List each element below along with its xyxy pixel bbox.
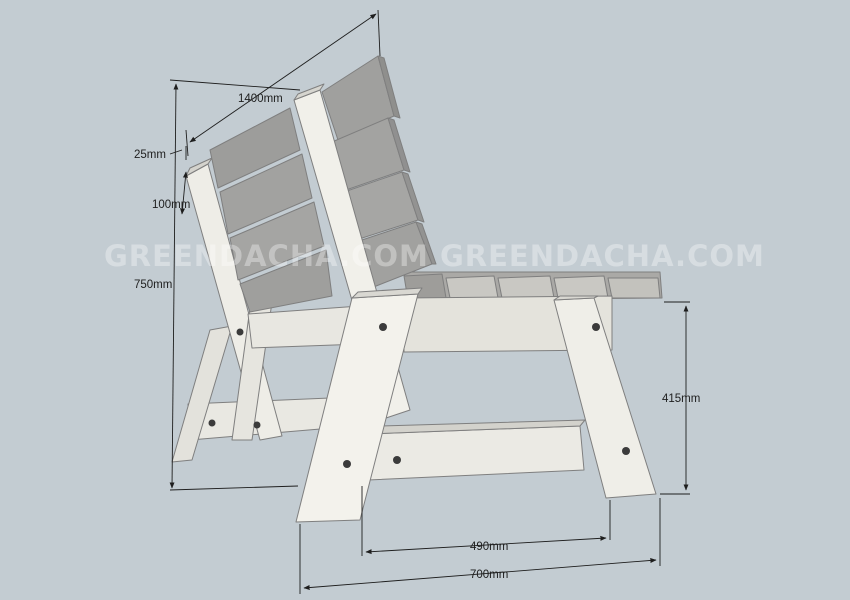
board-width-dimension-label: 100mm	[152, 199, 190, 211]
back-frame-leg	[171, 325, 233, 463]
front-lower-crossbar	[365, 425, 585, 481]
front-frame	[208, 83, 657, 523]
seat-height-dimension-label: 415mm	[662, 393, 700, 405]
bolt	[236, 328, 244, 336]
dimension-lines	[169, 9, 690, 594]
thickness-dimension-label: 25mm	[134, 149, 166, 161]
bolt	[622, 447, 630, 455]
dimension-labels: 1400mm 25mm 100mm 750mm 415mm 490mm 700m…	[134, 93, 700, 581]
bolt	[343, 460, 351, 468]
bolt	[592, 323, 600, 331]
bolt	[393, 456, 401, 464]
bolt	[208, 419, 216, 427]
depth-dimension-label: 700mm	[470, 569, 508, 581]
bolt	[253, 421, 261, 429]
length-dimension-label: 1400mm	[238, 93, 283, 105]
back-frame	[171, 157, 363, 463]
height-dimension-label: 750mm	[134, 279, 172, 291]
inner-width-dimension-label: 490mm	[470, 541, 508, 553]
backrest-boards	[209, 55, 437, 313]
watermark-text: GREENDACHA.COM GREENDACHA.COM	[104, 239, 765, 273]
seat-boards	[403, 271, 663, 301]
bolt	[379, 323, 387, 331]
